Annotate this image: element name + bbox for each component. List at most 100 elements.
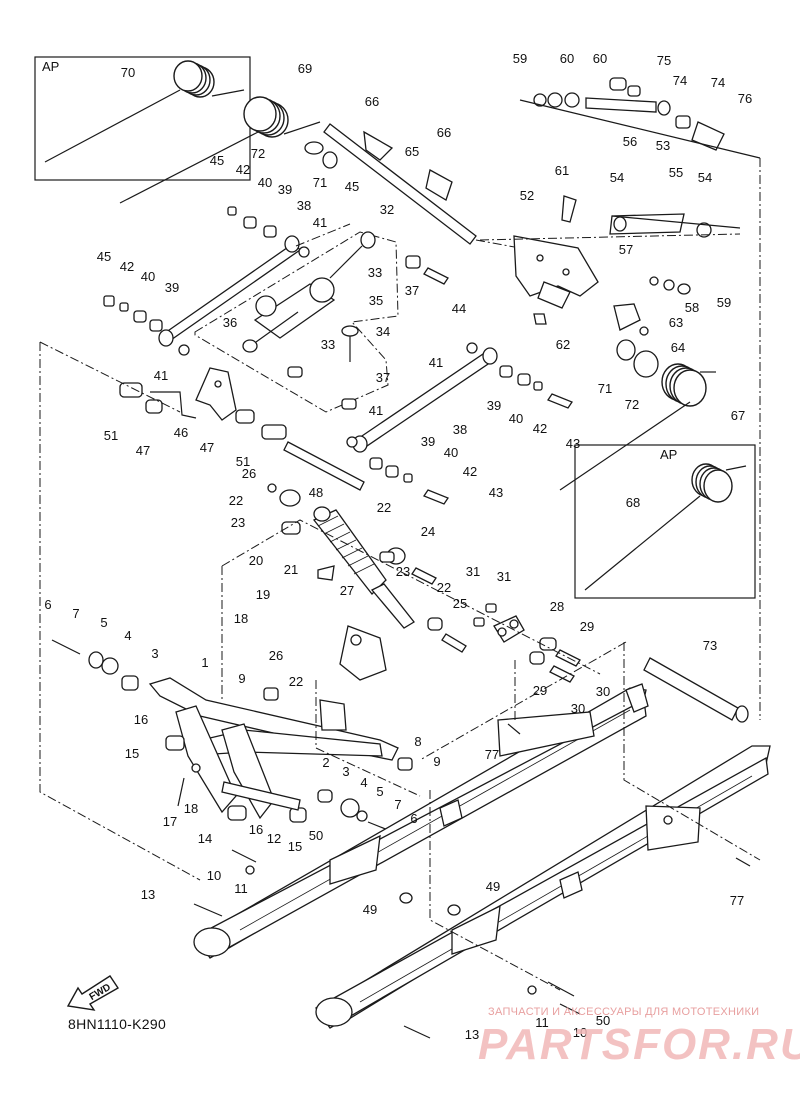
rear-small-parts bbox=[533, 276, 691, 361]
callout-21: 21 bbox=[284, 562, 298, 577]
callout-75: 75 bbox=[657, 53, 671, 68]
callout-61: 61 bbox=[555, 163, 569, 178]
callout-71: 71 bbox=[313, 175, 327, 190]
callout-68: 68 bbox=[626, 495, 640, 510]
callout-43: 43 bbox=[566, 436, 580, 451]
callout-11: 11 bbox=[234, 881, 248, 896]
callout-16: 16 bbox=[249, 822, 263, 837]
callout-42: 42 bbox=[533, 421, 547, 436]
callout-15: 15 bbox=[288, 839, 302, 854]
callout-38: 38 bbox=[453, 422, 467, 437]
callout-17: 17 bbox=[163, 814, 177, 829]
callout-72: 72 bbox=[251, 146, 265, 161]
callout-44: 44 bbox=[452, 301, 466, 316]
ap-label-right: AP bbox=[660, 447, 677, 462]
callout-23: 23 bbox=[396, 564, 410, 579]
rear-pivot-bracket-52 bbox=[479, 195, 741, 309]
callout-18: 18 bbox=[234, 611, 248, 626]
callout-67: 67 bbox=[731, 408, 745, 423]
callout-9: 9 bbox=[238, 671, 245, 686]
callout-52: 52 bbox=[520, 188, 534, 203]
callout-18: 18 bbox=[184, 801, 198, 816]
callout-58: 58 bbox=[685, 300, 699, 315]
callout-33: 33 bbox=[368, 265, 382, 280]
callout-70: 70 bbox=[121, 65, 135, 80]
slide-rail-right bbox=[315, 745, 771, 1039]
callout-54: 54 bbox=[610, 170, 624, 185]
callout-36: 36 bbox=[223, 315, 237, 330]
callout-8: 8 bbox=[414, 734, 421, 749]
callout-24: 24 bbox=[421, 524, 435, 539]
callout-20: 20 bbox=[249, 553, 263, 568]
callout-38: 38 bbox=[297, 198, 311, 213]
slide-rail-left bbox=[193, 683, 649, 959]
callout-40: 40 bbox=[258, 175, 272, 190]
callout-1: 1 bbox=[201, 655, 208, 670]
shock-subassembly-outline bbox=[194, 231, 449, 413]
callout-35: 35 bbox=[369, 293, 383, 308]
rear-link-28 bbox=[473, 603, 749, 723]
callout-31: 31 bbox=[497, 569, 511, 584]
adjuster-gear-35 bbox=[341, 325, 359, 362]
front-arm-rod-38 bbox=[103, 206, 351, 356]
callout-42: 42 bbox=[236, 162, 250, 177]
torsion-spring-69 bbox=[119, 96, 321, 204]
callout-56: 56 bbox=[623, 134, 637, 149]
callout-47: 47 bbox=[200, 440, 214, 455]
callout-13: 13 bbox=[465, 1027, 479, 1042]
callout-71: 71 bbox=[598, 381, 612, 396]
callout-40: 40 bbox=[509, 411, 523, 426]
callout-42: 42 bbox=[463, 464, 477, 479]
callout-22: 22 bbox=[229, 493, 243, 508]
callout-5: 5 bbox=[100, 615, 107, 630]
callout-74: 74 bbox=[673, 73, 687, 88]
watermark-logo: PARTSFOR.RU bbox=[478, 1020, 800, 1069]
callout-37: 37 bbox=[405, 283, 419, 298]
callout-19: 19 bbox=[256, 587, 270, 602]
callout-39: 39 bbox=[278, 182, 292, 197]
callout-26: 26 bbox=[242, 466, 256, 481]
callout-43: 43 bbox=[489, 485, 503, 500]
callout-41: 41 bbox=[429, 355, 443, 370]
callout-6: 6 bbox=[410, 811, 417, 826]
callout-22: 22 bbox=[289, 674, 303, 689]
callout-32: 32 bbox=[380, 202, 394, 217]
callout-77: 77 bbox=[730, 893, 744, 908]
callout-16: 16 bbox=[134, 712, 148, 727]
callout-25: 25 bbox=[453, 596, 467, 611]
watermark-subtitle: ЗАПЧАСТИ И АКСЕССУАРЫ ДЛЯ МОТОТЕХНИКИ bbox=[488, 1006, 760, 1018]
callout-66: 66 bbox=[365, 94, 379, 109]
rear-upper-shaft-56 bbox=[519, 77, 761, 159]
callout-59: 59 bbox=[513, 51, 527, 66]
callout-14: 14 bbox=[198, 831, 212, 846]
callout-5: 5 bbox=[376, 784, 383, 799]
callout-27: 27 bbox=[340, 583, 354, 598]
callout-54: 54 bbox=[698, 170, 712, 185]
ap-inset-right: AP bbox=[574, 444, 756, 599]
callout-4: 4 bbox=[360, 775, 367, 790]
callout-62: 62 bbox=[556, 337, 570, 352]
callout-53: 53 bbox=[656, 138, 670, 153]
callout-33: 33 bbox=[321, 337, 335, 352]
callout-63: 63 bbox=[669, 315, 683, 330]
callout-47: 47 bbox=[136, 443, 150, 458]
callout-3: 3 bbox=[151, 646, 158, 661]
callout-29: 29 bbox=[580, 619, 594, 634]
torsion-spring-67 bbox=[559, 350, 716, 491]
fwd-label: FWD bbox=[88, 982, 113, 1003]
callout-55: 55 bbox=[669, 165, 683, 180]
callout-73: 73 bbox=[703, 638, 717, 653]
callout-2: 2 bbox=[322, 755, 329, 770]
callout-76: 76 bbox=[738, 91, 752, 106]
callout-59: 59 bbox=[717, 295, 731, 310]
callout-57: 57 bbox=[619, 242, 633, 257]
assembly-outline-lines bbox=[39, 158, 761, 991]
callout-3: 3 bbox=[342, 764, 349, 779]
callout-7: 7 bbox=[72, 606, 79, 621]
callout-23: 23 bbox=[231, 515, 245, 530]
callout-48: 48 bbox=[309, 485, 323, 500]
callout-41: 41 bbox=[313, 215, 327, 230]
callout-6: 6 bbox=[44, 597, 51, 612]
callout-74: 74 bbox=[711, 75, 725, 90]
callout-51: 51 bbox=[236, 454, 250, 469]
